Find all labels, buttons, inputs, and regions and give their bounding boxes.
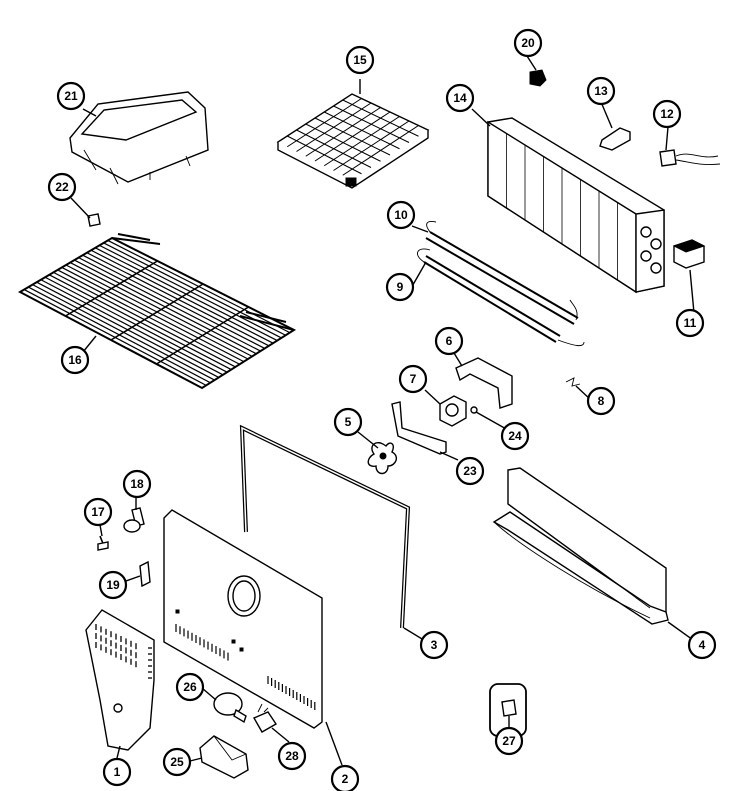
part-10-defrost-heater	[425, 221, 579, 325]
part-4-trim-rail	[492, 467, 669, 625]
shelf-crossbar	[156, 306, 249, 365]
part-13-bracket	[599, 127, 631, 151]
part-15-ice-cube-tray	[276, 93, 430, 189]
svg-text:24: 24	[508, 429, 522, 443]
callout-5: 5	[333, 407, 363, 437]
callout-2: 2	[330, 764, 360, 791]
callout-10: 10	[386, 200, 416, 230]
svg-text:26: 26	[183, 680, 197, 694]
part-19-clip	[139, 560, 151, 588]
svg-text:25: 25	[170, 755, 184, 769]
part-14-evaporator	[487, 117, 665, 294]
callout-18: 18	[122, 469, 152, 499]
callout-3: 3	[419, 630, 449, 660]
svg-text:7: 7	[410, 372, 417, 386]
callout-19: 19	[98, 570, 128, 600]
shelf-crossbar	[110, 283, 204, 341]
callout-9: 9	[385, 272, 415, 302]
part-9-heater-rod	[417, 248, 585, 347]
callout-23: 23	[455, 456, 485, 486]
callout-26: 26	[175, 672, 205, 702]
tray-divider	[333, 105, 410, 143]
svg-text:3: 3	[431, 638, 438, 652]
callout-14: 14	[445, 83, 475, 113]
svg-text:12: 12	[660, 107, 674, 121]
svg-text:27: 27	[502, 734, 516, 748]
callout-25: 25	[162, 747, 192, 777]
callout-21: 21	[56, 81, 86, 111]
callout-16: 16	[60, 345, 90, 375]
svg-text:20: 20	[521, 36, 535, 50]
part-16-wire-shelf	[17, 233, 297, 390]
part-23-motor-mount	[391, 401, 447, 455]
callout-13: 13	[586, 76, 616, 106]
callout-27: 27	[494, 726, 524, 756]
part-1-control-housing	[85, 609, 155, 751]
part-28-lamp-socket	[253, 703, 277, 733]
part-24-washer	[470, 406, 478, 414]
tray-divider	[342, 99, 419, 137]
part-25-light-shield	[199, 735, 249, 779]
svg-text:13: 13	[594, 84, 608, 98]
svg-text:17: 17	[91, 505, 105, 519]
callout-4: 4	[687, 630, 717, 660]
part-3-gasket	[239, 424, 411, 629]
tray-divider	[333, 120, 410, 171]
svg-text:22: 22	[55, 180, 69, 194]
svg-text:4: 4	[699, 638, 706, 652]
part-17-screw	[97, 535, 109, 551]
part-11-terminal-block	[672, 239, 706, 269]
tray-divider	[323, 116, 400, 167]
callout-20: 20	[513, 28, 543, 58]
part-2-rear-panel	[163, 509, 323, 729]
part-5-fan-blade	[367, 442, 398, 475]
svg-text:23: 23	[463, 464, 477, 478]
svg-text:6: 6	[446, 334, 453, 348]
part-26-light-bulb	[213, 692, 247, 724]
svg-text:15: 15	[353, 53, 367, 67]
svg-text:11: 11	[684, 316, 697, 330]
callout-12: 12	[652, 99, 682, 129]
svg-text:1: 1	[114, 765, 121, 779]
part-21-ice-bin	[69, 91, 209, 185]
callout-6: 6	[434, 326, 464, 356]
tray-divider	[324, 111, 400, 150]
callout-22: 22	[47, 172, 77, 202]
svg-text:5: 5	[345, 415, 352, 429]
callout-28: 28	[277, 741, 307, 771]
svg-text:18: 18	[130, 477, 144, 491]
part-8-clip	[565, 377, 581, 387]
part-12-defrost-thermostat	[659, 149, 721, 167]
callout-1: 1	[102, 757, 132, 787]
svg-text:16: 16	[68, 353, 82, 367]
svg-text:10: 10	[394, 208, 408, 222]
callout-24: 24	[500, 421, 530, 451]
callout-11: 11	[675, 308, 705, 338]
svg-text:19: 19	[106, 578, 120, 592]
svg-text:21: 21	[64, 89, 78, 103]
callout-17: 17	[83, 497, 113, 527]
tray-divider	[342, 125, 419, 176]
tray-divider	[314, 111, 391, 162]
svg-text:14: 14	[453, 91, 467, 105]
part-6-motor-bracket	[455, 357, 513, 409]
shelf-crossbar	[65, 260, 158, 317]
svg-text:8: 8	[598, 394, 605, 408]
svg-text:28: 28	[285, 749, 299, 763]
part-7-fan-motor	[439, 395, 467, 427]
svg-text:9: 9	[397, 280, 404, 294]
callout-15: 15	[345, 45, 375, 75]
part-22-clip	[87, 213, 101, 227]
callout-7: 7	[398, 364, 428, 394]
svg-text:2: 2	[342, 772, 349, 786]
part-20-nut	[529, 69, 547, 87]
part-18-knob	[123, 507, 145, 533]
callout-8: 8	[586, 386, 616, 416]
